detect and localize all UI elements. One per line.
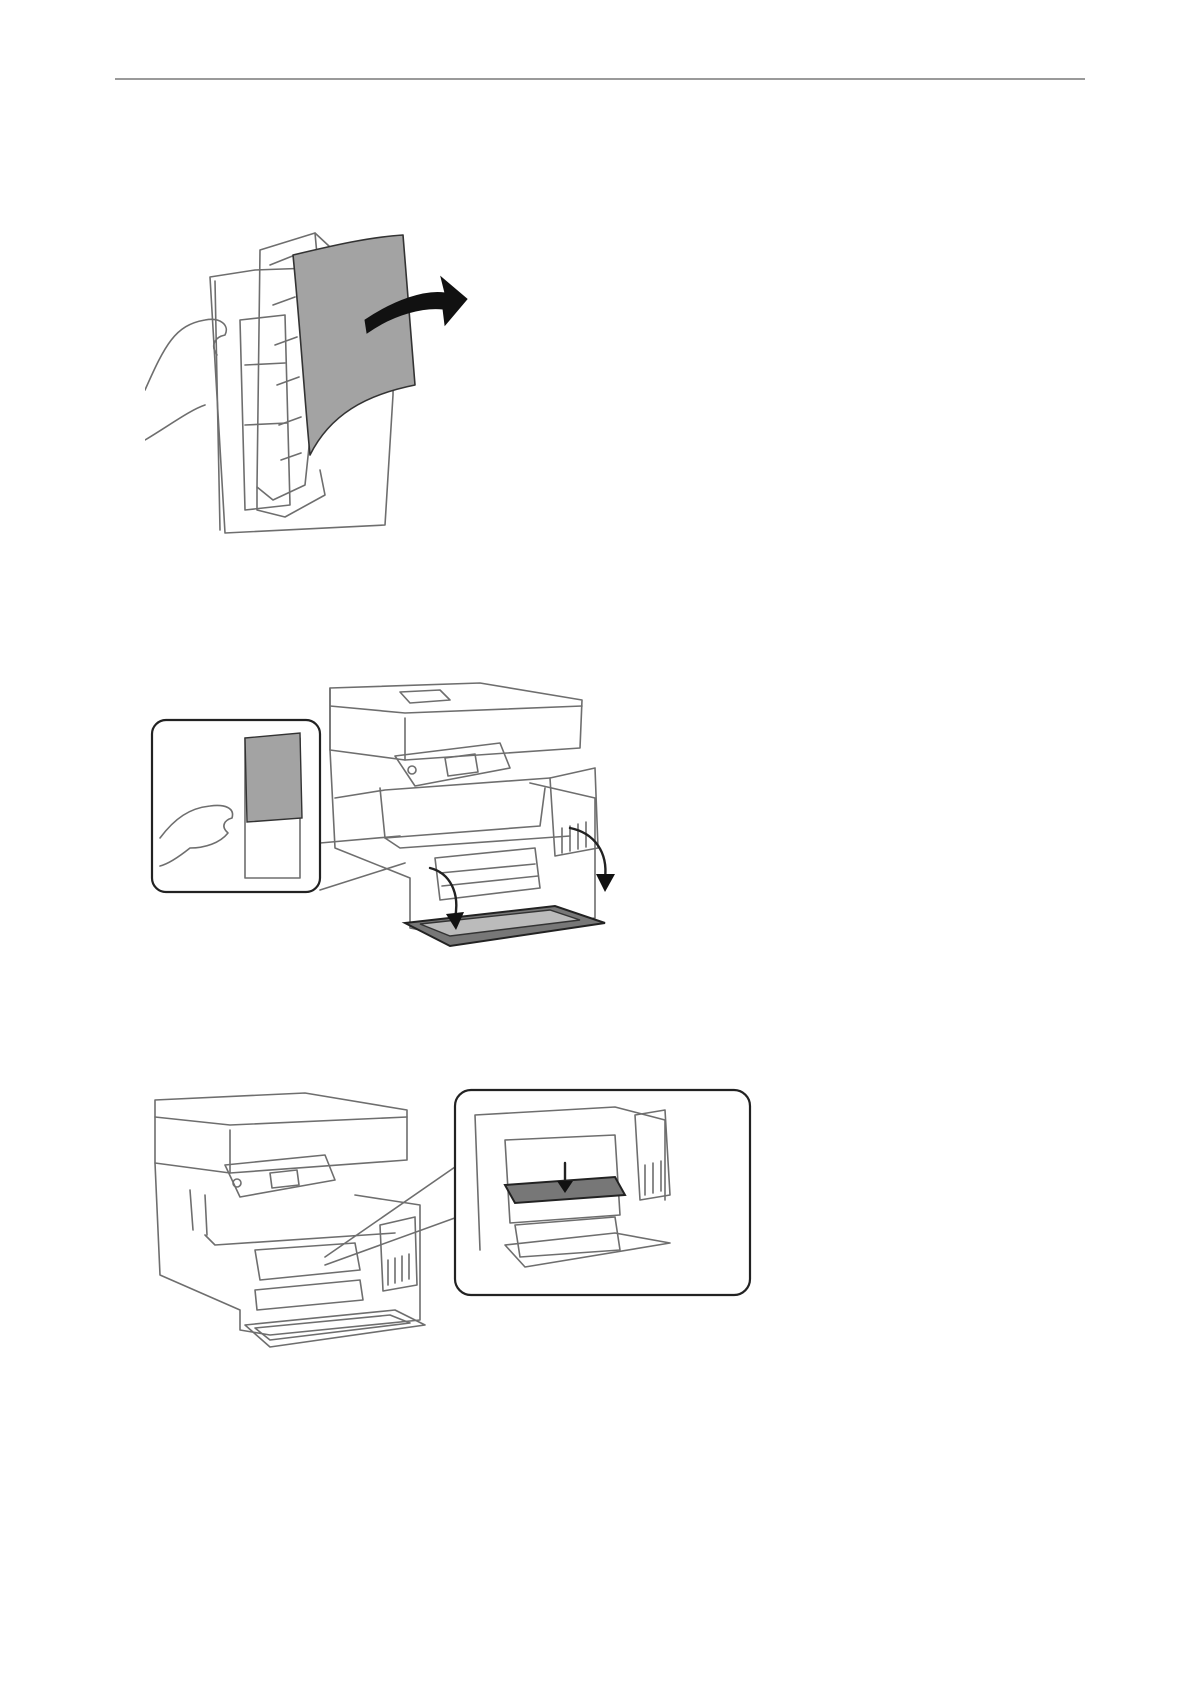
open-front-cover-illustration xyxy=(150,678,670,998)
jammed-paper-sheet xyxy=(293,235,415,455)
cover-tab xyxy=(245,733,302,822)
pull-out-paper-guide-illustration xyxy=(145,1085,755,1405)
remove-jammed-paper-illustration xyxy=(145,225,525,545)
header-rule xyxy=(115,78,1085,80)
